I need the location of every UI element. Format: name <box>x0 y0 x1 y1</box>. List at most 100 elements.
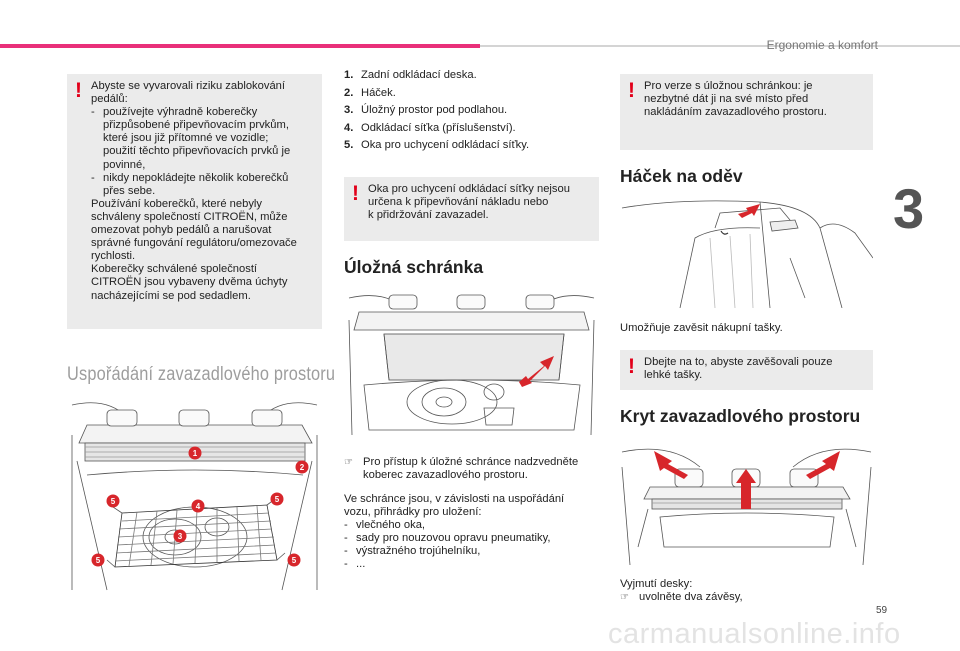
pointing-hand-icon: ☞ <box>344 457 353 468</box>
bullet-dash: - <box>344 545 348 558</box>
list-text: Úložný prostor pod podlahou. <box>361 104 508 117</box>
warning-text-line: Dbejte na to, abyste zavěšovali pouze <box>644 356 833 368</box>
list-item: 2. Háček. <box>344 85 599 103</box>
warning-text-line: omezovat pohyb pedálů a narušovat <box>91 224 272 237</box>
header-divider <box>480 45 960 47</box>
parts-list: 1. Zadní odkládací deska. 2. Háček. 3. Úložný… <box>344 67 599 155</box>
bullet-dash: - <box>344 558 348 571</box>
warning-text-line: Pro verze s úložnou schránkou: je <box>644 80 813 92</box>
list-item: -vlečného oka, <box>344 519 599 532</box>
list-number: 2. <box>344 86 354 99</box>
list-number: 4. <box>344 121 354 134</box>
callout-label: 3 <box>178 532 183 541</box>
storage-contents: Ve schránce jsou, v závislosti na uspořá… <box>344 493 599 572</box>
body-text-line: Ve schránce jsou, v závislosti na uspořá… <box>344 493 565 505</box>
warning-text-line: Abyste se vyvarovali riziku zablokování <box>91 80 286 92</box>
warning-text-line: přes sebe. <box>103 184 156 197</box>
hook-caption: Umožňuje zavěsit nákupní tašky. <box>620 322 783 334</box>
warning-text-line: schváleny společností CITROËN, může <box>91 210 288 223</box>
list-item: -výstražného trojúhelníku, <box>344 545 599 558</box>
warning-text-line: povinné, <box>103 158 146 171</box>
list-text: výstražného trojúhelníku, <box>356 545 481 558</box>
callout-label: 5 <box>96 556 101 565</box>
warning-text-line: nakládáním zavazadlového prostoru. <box>644 106 827 119</box>
warning-exclamation-icon: ! <box>628 79 635 102</box>
step-text-line: Pro přístup k úložné schránce nadzvednět… <box>363 456 579 468</box>
heading-cargo-cover: Kryt zavazadlového prostoru <box>620 406 861 426</box>
page-number: 59 <box>876 605 888 616</box>
list-item: 4. Odkládací síťka (příslušenství). <box>344 120 599 138</box>
bullet-dash: - <box>344 532 348 545</box>
callout-label: 1 <box>193 449 198 458</box>
list-item: 5. Oka pro uchycení odkládací síťky. <box>344 137 599 155</box>
heading-storage-box: Úložná schránka <box>344 257 484 277</box>
list-item: 3. Úložný prostor pod podlahou. <box>344 102 599 120</box>
cover-intro: Vyjmutí desky: <box>620 578 693 590</box>
list-text: Zadní odkládací deska. <box>361 69 477 81</box>
body-text-line: vozu, přihrádky pro uložení: <box>344 506 482 519</box>
warning-text-line: používejte výhradně koberečky <box>103 106 258 119</box>
callout-label: 5 <box>275 495 280 504</box>
cover-step-text: uvolněte dva závěsy, <box>639 591 743 603</box>
list-item: -... <box>344 558 599 571</box>
header-accent-bar <box>0 44 480 48</box>
callout-label: 5 <box>292 556 297 565</box>
section-title: Ergonomie a komfort <box>766 38 878 52</box>
warning-exclamation-icon: ! <box>352 182 359 205</box>
cargo-cover-illustration <box>620 437 873 567</box>
list-text: vlečného oka, <box>356 519 426 532</box>
list-item: -sady pro nouzovou opravu pneumatiky, <box>344 532 599 545</box>
warning-text-line: Oka pro uchycení odkládací síťky nejsou <box>368 183 570 195</box>
warning-box-mats: ! Abyste se vyvarovali riziku zablokován… <box>67 74 322 329</box>
list-text: Oka pro uchycení odkládací síťky. <box>361 139 530 152</box>
warning-text-line: nacházejícími se pod sedadlem. <box>91 289 251 302</box>
warning-box-net: ! Oka pro uchycení odkládací síťky nejso… <box>344 177 599 241</box>
bullet-dash: - <box>91 106 95 119</box>
step-text-line: koberec zavazadlového prostoru. <box>363 469 528 482</box>
list-number: 3. <box>344 104 354 117</box>
warning-text-line: Používání koberečků, které nebyly <box>91 197 263 210</box>
warning-text-line: pedálů: <box>91 93 128 106</box>
watermark: carmanualsonline.info <box>608 618 901 650</box>
callout-label: 2 <box>300 463 305 472</box>
pointing-hand-icon: ☞ <box>620 592 629 603</box>
warning-text-line: použití těchto připevňovacích prvků je <box>103 145 291 158</box>
warning-text-line: nezbytné dát ji na své místo před <box>644 93 809 106</box>
list-text: ... <box>356 558 366 571</box>
warning-text-line: k přidržování zavazadel. <box>368 209 489 222</box>
warning-exclamation-icon: ! <box>628 355 635 378</box>
warning-text-line: Koberečky schválené společností <box>91 263 258 276</box>
storage-box-illustration <box>344 290 599 440</box>
list-number: 1. <box>344 69 354 81</box>
bullet-dash: - <box>91 171 95 184</box>
garment-hook-illustration <box>620 198 873 308</box>
bullet-dash: - <box>344 519 348 532</box>
warning-text-line: přizpůsobené připevňovacím prvkům, <box>103 119 289 132</box>
list-text: Odkládací síťka (příslušenství). <box>361 121 516 134</box>
warning-text-line: rychlosti. <box>91 250 136 263</box>
list-item: 1. Zadní odkládací deska. <box>344 67 599 85</box>
list-text: Háček. <box>361 86 396 99</box>
warning-exclamation-icon: ! <box>75 79 82 102</box>
warning-text-line: určena k připevňování nákladu nebo <box>368 196 549 209</box>
chapter-number: 3 <box>893 177 925 240</box>
warning-text-line: které jsou již přítomné ve vozidle; <box>103 132 269 145</box>
heading-cargo-layout: Uspořádání zavazadlového prostoru <box>67 364 336 385</box>
list-number: 5. <box>344 139 354 152</box>
cover-step: ☞ uvolněte dva závěsy, <box>620 591 873 604</box>
heading-garment-hook: Háček na oděv <box>620 166 743 186</box>
warning-text-line: správné fungování regulátoru/omezovače <box>91 237 297 250</box>
warning-text-line: lehké tašky. <box>644 369 703 382</box>
callout-label: 5 <box>111 497 116 506</box>
callout-label: 4 <box>196 502 201 511</box>
warning-text-line: CITROËN jsou vybaveny dvěma úchyty <box>91 276 288 289</box>
cargo-layout-illustration: 1 2 3 4 5 5 5 5 <box>67 395 322 595</box>
storage-step: ☞ Pro přístup k úložné schránce nadzvedn… <box>344 456 599 482</box>
warning-text-line: nikdy nepokládejte několik koberečků <box>103 171 289 184</box>
